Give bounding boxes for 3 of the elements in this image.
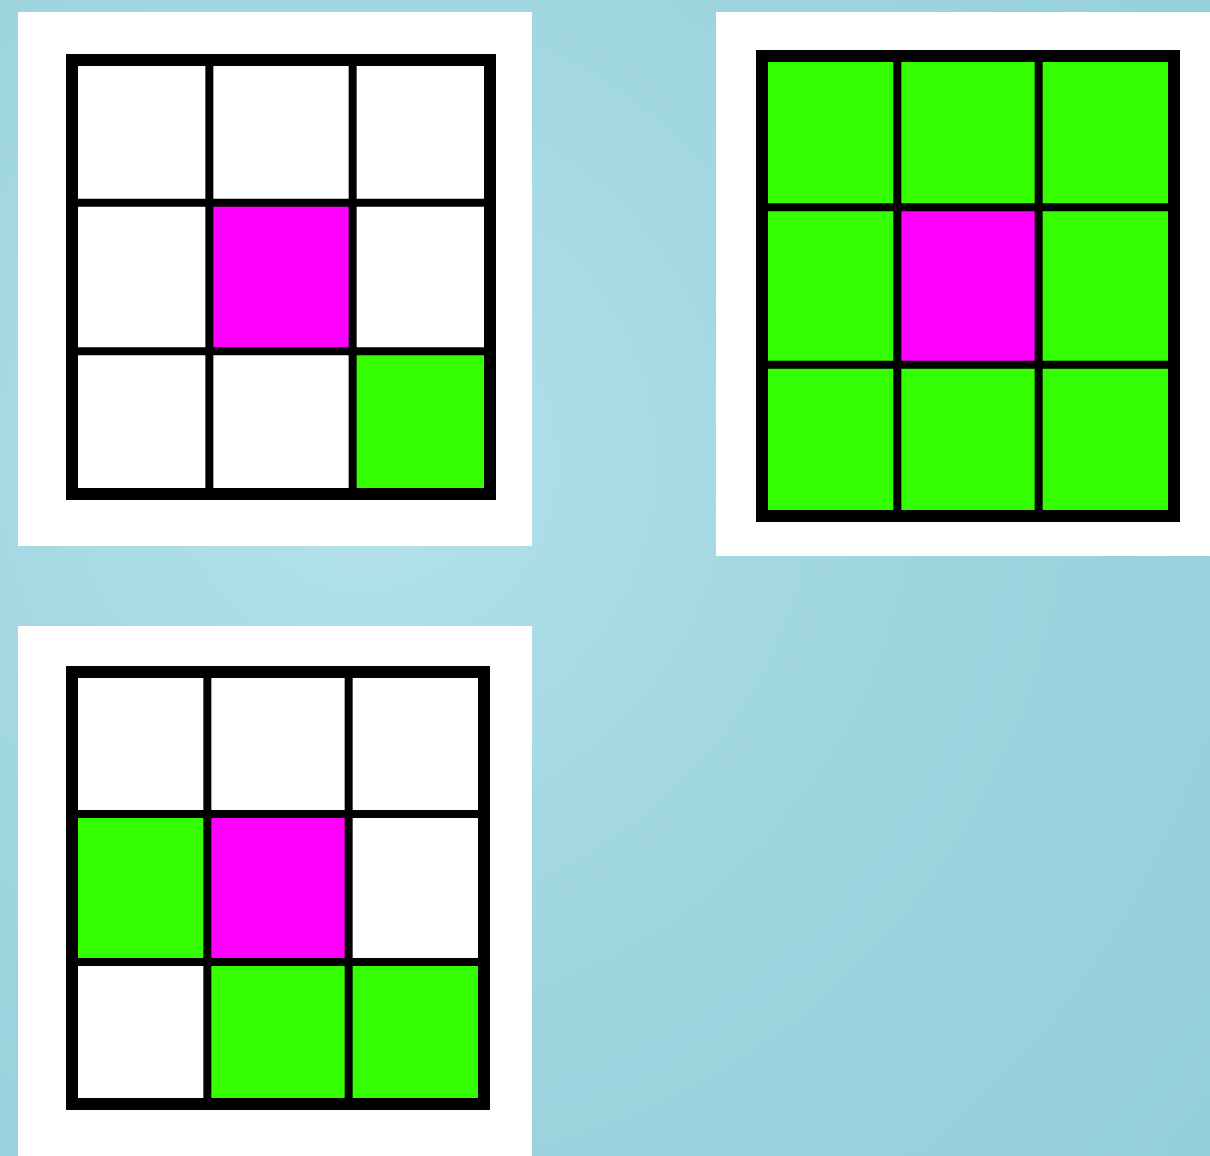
grid-card	[716, 12, 1210, 556]
grid-card	[18, 12, 532, 546]
grid-card	[18, 626, 532, 1156]
